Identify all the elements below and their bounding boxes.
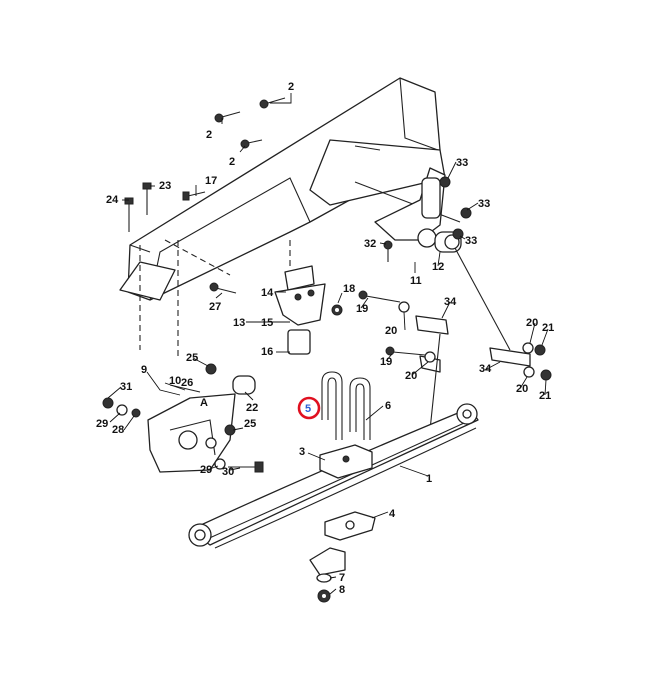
callout-11: 11 bbox=[410, 275, 422, 287]
frame-rail bbox=[119, 77, 461, 360]
callout-labels: 2 2 2 17 23 24 27 14 13 15 16 18 33 33 3… bbox=[96, 81, 554, 596]
shackle-link-34-left bbox=[415, 315, 453, 433]
bolt-24 bbox=[124, 197, 134, 232]
callout-3: 3 bbox=[299, 446, 305, 458]
nut-8 bbox=[317, 589, 331, 603]
callout-25-b: 25 bbox=[244, 418, 256, 430]
callout-2-mid: 2 bbox=[206, 129, 212, 141]
callout-21-a: 21 bbox=[542, 322, 554, 334]
plate-4 bbox=[324, 511, 376, 541]
callout-2-low: 2 bbox=[229, 156, 235, 168]
bolts-19 bbox=[358, 290, 426, 356]
callout-13: 13 bbox=[233, 317, 245, 329]
u-bolt-5 bbox=[321, 371, 343, 440]
u-bolt-6 bbox=[349, 377, 371, 440]
callout-31: 31 bbox=[120, 381, 132, 393]
nut-18 bbox=[331, 304, 343, 316]
callout-8: 8 bbox=[339, 584, 345, 596]
bolt-27 bbox=[209, 282, 237, 294]
callout-5: 5 bbox=[305, 403, 311, 415]
callout-33-c: 33 bbox=[465, 235, 477, 247]
bump-stop-assembly bbox=[274, 240, 326, 355]
highlight-ring bbox=[297, 396, 321, 420]
callout-10: 10 bbox=[169, 375, 181, 387]
callout-16: 16 bbox=[261, 346, 273, 358]
callout-2-top: 2 bbox=[288, 81, 294, 93]
bolt-31-nut bbox=[102, 397, 114, 409]
callout-29-b: 29 bbox=[200, 464, 212, 476]
front-hanger-9 bbox=[147, 393, 236, 473]
washer-28 bbox=[116, 404, 141, 418]
bolt-32 bbox=[383, 240, 393, 262]
callout-4: 4 bbox=[389, 508, 396, 520]
washer-7 bbox=[316, 573, 332, 583]
callout-20-a: 20 bbox=[385, 325, 397, 337]
shackle-bracket-11 bbox=[374, 167, 446, 248]
callout-17: 17 bbox=[205, 175, 217, 187]
callout-33-b: 33 bbox=[478, 198, 490, 210]
callout-24: 24 bbox=[106, 194, 119, 206]
bushing-22 bbox=[232, 375, 256, 395]
callout-20-d: 20 bbox=[516, 383, 528, 395]
callout-29-a: 29 bbox=[96, 418, 108, 430]
bolt-17 bbox=[182, 191, 206, 201]
callout-23: 23 bbox=[159, 180, 171, 192]
callout-26: 26 bbox=[181, 377, 193, 389]
nuts-21 bbox=[534, 344, 552, 381]
callout-34-b: 34 bbox=[479, 363, 492, 375]
bolt-23 bbox=[142, 182, 152, 215]
callout-28: 28 bbox=[112, 424, 124, 436]
callout-9: 9 bbox=[141, 364, 147, 376]
callout-33-a: 33 bbox=[456, 157, 468, 169]
leader-lines bbox=[107, 93, 549, 595]
callout-32: 32 bbox=[364, 238, 376, 250]
callout-22: 22 bbox=[246, 402, 258, 414]
callout-14: 14 bbox=[261, 287, 274, 299]
callout-1: 1 bbox=[426, 473, 432, 485]
highlighted-callout-5[interactable]: 5 bbox=[297, 396, 321, 420]
callout-20-b: 20 bbox=[405, 370, 417, 382]
bolt-2-mid bbox=[214, 111, 241, 123]
callout-30: 30 bbox=[222, 466, 234, 478]
callout-21-b: 21 bbox=[539, 390, 551, 402]
spacer-3 bbox=[319, 444, 373, 479]
callout-6: 6 bbox=[385, 400, 391, 412]
washers-20 bbox=[398, 301, 535, 378]
shock-mount-bracket bbox=[309, 547, 346, 576]
bolt-2-low bbox=[240, 139, 263, 149]
callout-19-a: 19 bbox=[356, 303, 368, 315]
nuts-25 bbox=[205, 363, 236, 436]
callout-20-c: 20 bbox=[526, 317, 538, 329]
callout-25-a: 25 bbox=[186, 352, 198, 364]
callout-27: 27 bbox=[209, 301, 221, 313]
shackle-link-34-right bbox=[454, 247, 531, 367]
callout-19-b: 19 bbox=[380, 356, 392, 368]
callout-7: 7 bbox=[339, 572, 345, 584]
callout-15: 15 bbox=[261, 317, 273, 329]
callout-A: A bbox=[200, 397, 208, 409]
callout-12: 12 bbox=[432, 261, 444, 273]
callout-34-a: 34 bbox=[444, 296, 457, 308]
callout-18: 18 bbox=[343, 283, 355, 295]
nuts-33 bbox=[439, 176, 472, 240]
bolt-2-top bbox=[259, 97, 286, 109]
